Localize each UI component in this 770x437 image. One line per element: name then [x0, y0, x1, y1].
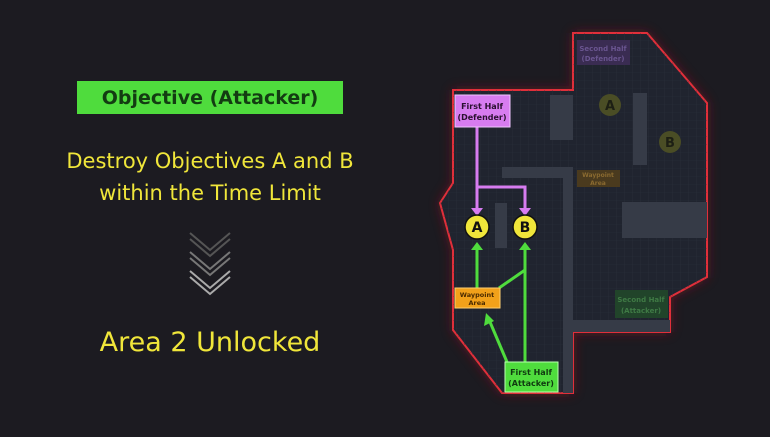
svg-text:First Half: First Half: [510, 368, 552, 377]
objective-description: Destroy Objectives A and B within the Ti…: [30, 145, 390, 209]
svg-text:(Attacker): (Attacker): [508, 379, 554, 388]
description-line: within the Time Limit: [99, 181, 321, 205]
svg-text:Area: Area: [590, 180, 606, 187]
first-half-attacker-label: First Half (Attacker): [504, 361, 559, 393]
description-line: Destroy Objectives A and B: [66, 149, 354, 173]
defender-route-arrows: [475, 127, 527, 210]
objective-a-faded: A: [599, 94, 621, 116]
svg-text:A: A: [605, 99, 615, 114]
svg-text:Area: Area: [468, 299, 485, 307]
svg-text:Waypoint: Waypoint: [460, 291, 494, 299]
svg-text:B: B: [520, 220, 531, 236]
svg-text:(Attacker): (Attacker): [621, 307, 661, 315]
svg-text:A: A: [472, 220, 483, 236]
svg-text:(Defender): (Defender): [582, 55, 625, 63]
svg-text:Second Half: Second Half: [617, 296, 665, 304]
first-half-defender-label: First Half (Defender): [454, 94, 511, 128]
waypoint-label: Waypoint Area: [454, 287, 501, 309]
second-half-defender-label: Second Half (Defender): [577, 40, 630, 65]
attacker-route-arrows: [475, 248, 527, 363]
svg-text:Second Half: Second Half: [579, 45, 627, 53]
svg-text:First Half: First Half: [461, 102, 503, 111]
second-half-attacker-label: Second Half (Attacker): [615, 290, 668, 318]
svg-text:Waypoint: Waypoint: [582, 172, 614, 179]
map-walls: [495, 93, 707, 393]
objective-header: Objective (Attacker): [77, 81, 343, 114]
svg-text:B: B: [665, 136, 675, 151]
objective-b: B: [512, 214, 538, 240]
svg-text:(Defender): (Defender): [457, 113, 506, 122]
objective-a: A: [464, 214, 490, 240]
area-unlocked-text: Area 2 Unlocked: [99, 327, 321, 358]
objective-b-faded: B: [659, 131, 681, 153]
chevrons-down-icon: [189, 232, 231, 296]
waypoint-faded-label: Waypoint Area: [577, 170, 620, 187]
